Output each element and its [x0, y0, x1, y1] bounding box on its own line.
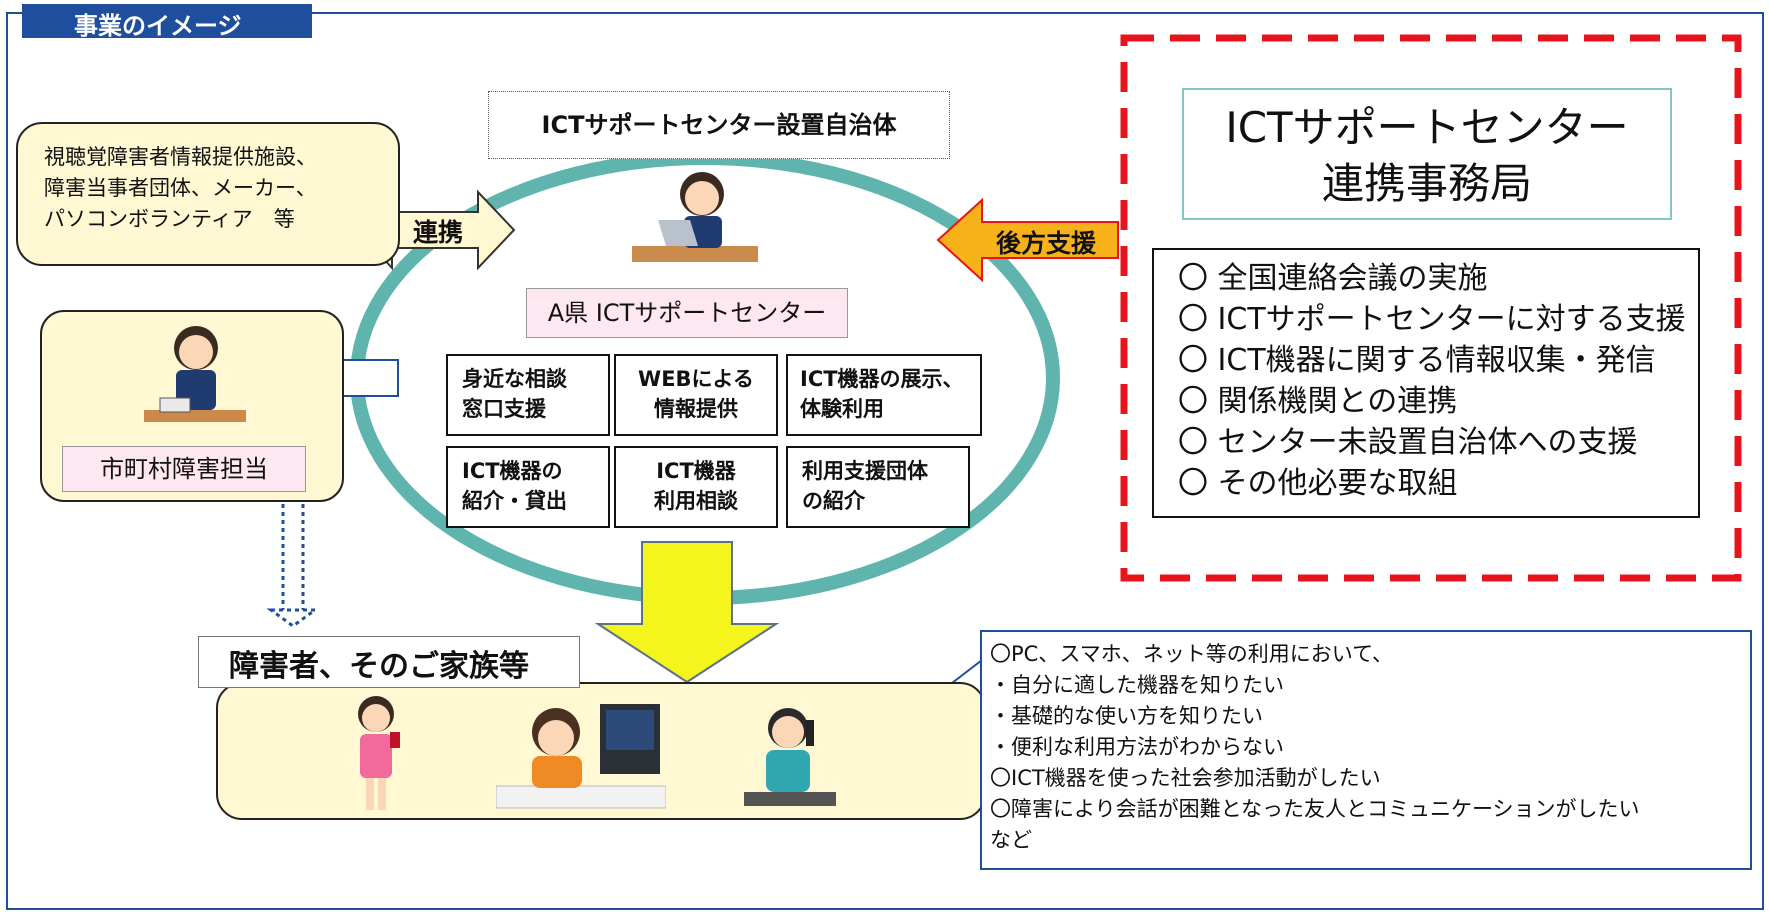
boy-at-computer-illustration [496, 704, 666, 809]
secretariat-title-line-1: ICTサポートセンター [1225, 103, 1629, 152]
service-exhibition: ICT機器の展示、 体験利用 [786, 354, 982, 436]
service-text: の紹介 [802, 489, 865, 513]
service-text: ICT機器 [656, 459, 736, 483]
secretariat-dashed-border [1120, 34, 1742, 582]
diagram-frame [6, 12, 1764, 910]
needs-line: 〇障害により会話が困難となった友人とコミュニケーションがしたい [990, 797, 1640, 821]
service-text: ICT機器の展示、 [800, 367, 964, 391]
partners-line-1: 視聴覚障害者情報提供施設、 [44, 145, 317, 169]
service-text: 情報提供 [654, 397, 738, 421]
backing-arrow [936, 197, 1119, 283]
service-lending: ICT機器の 紹介・貸出 [446, 446, 610, 528]
dotted-arrow-shaft [281, 490, 305, 614]
service-text: 紹介・貸出 [462, 489, 567, 513]
people-title: 障害者、そのご家族等 [198, 636, 580, 688]
partners-box: 視聴覚障害者情報提供施設、 障害当事者団体、メーカー、 パソコンボランティア 等 [16, 122, 400, 266]
section-tag: 事業のイメージ [22, 4, 312, 40]
service-text: 身近な相談 [462, 367, 567, 391]
secretariat-title-line-2: 連携事務局 [1321, 159, 1532, 208]
service-web-info: WEBによる 情報提供 [614, 354, 778, 436]
secretariat-duties-list: 〇 全国連絡会議の実施 〇 ICTサポートセンターに対する支援 〇 ICT機器に… [1152, 248, 1700, 518]
cooperation-label: 連携 [412, 218, 463, 247]
needs-line: ・便利な利用方法がわからない [990, 735, 1284, 759]
dotted-arrow-head [266, 608, 320, 628]
duty-item: 〇 関係機関との連携 [1178, 384, 1458, 419]
partners-line-2: 障害当事者団体、メーカー、 [44, 176, 317, 200]
partners-line-3: パソコンボランティア 等 [44, 207, 295, 231]
duty-item: 〇 その他必要な取組 [1178, 466, 1458, 501]
man-on-phone-illustration [744, 708, 836, 806]
service-support-groups: 利用支援団体 の紹介 [786, 446, 970, 528]
service-text: WEBによる [638, 367, 754, 391]
duty-item: 〇 全国連絡会議の実施 [1178, 261, 1488, 296]
needs-line: ・自分に適した機器を知りたい [990, 673, 1284, 697]
backing-label: 後方支援 [995, 229, 1096, 258]
service-text: 体験利用 [800, 397, 884, 421]
municipality-label: 市町村障害担当 [62, 446, 306, 492]
yellow-down-arrow [594, 541, 780, 684]
center-staff-illustration [632, 172, 758, 262]
secretariat-title: ICTサポートセンター 連携事務局 [1182, 88, 1672, 220]
woman-with-phone-illustration [358, 696, 400, 810]
needs-line: 〇ICT機器を使った社会参加活動がしたい [990, 766, 1381, 790]
service-text: ICT機器の [462, 459, 563, 483]
host-municipality-title: ICTサポートセンター設置自治体 [488, 91, 950, 159]
service-text: 利用支援団体 [802, 459, 928, 483]
needs-line: ・基礎的な使い方を知りたい [990, 704, 1263, 728]
service-consultation: 身近な相談 窓口支援 [446, 354, 610, 436]
needs-line: など [990, 828, 1032, 852]
service-device-consultation: ICT機器 利用相談 [614, 446, 778, 528]
duty-item: 〇 ICT機器に関する情報収集・発信 [1178, 343, 1656, 378]
service-text: 窓口支援 [462, 397, 546, 421]
needs-box: 〇PC、スマホ、ネット等の利用において、 ・自分に適した機器を知りたい ・基礎的… [980, 630, 1752, 870]
municipality-staff-illustration [144, 326, 246, 422]
duty-item: 〇 ICTサポートセンターに対する支援 [1178, 302, 1686, 337]
duty-item: 〇 センター未設置自治体への支援 [1178, 425, 1638, 460]
center-name-label: A県 ICTサポートセンター [526, 288, 848, 338]
needs-line: 〇PC、スマホ、ネット等の利用において、 [990, 642, 1394, 666]
service-text: 利用相談 [654, 489, 738, 513]
